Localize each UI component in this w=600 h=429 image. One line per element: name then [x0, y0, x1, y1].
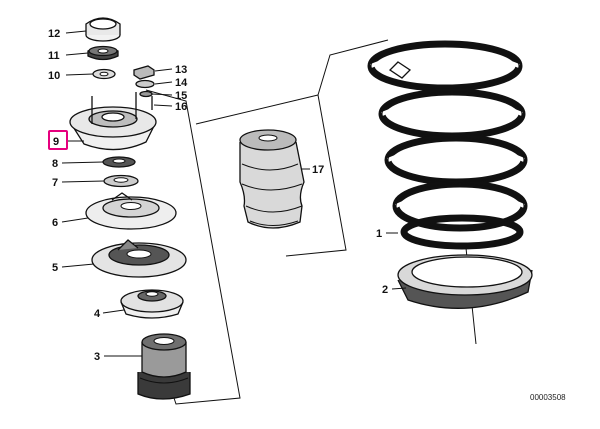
- svg-text:9: 9: [53, 136, 59, 148]
- callout-5[interactable]: 5: [52, 262, 58, 274]
- part-14-washer[interactable]: [135, 79, 155, 89]
- part-9-support-mount[interactable]: [69, 92, 157, 151]
- svg-text:3: 3: [94, 351, 100, 363]
- leader-lines: [61, 30, 407, 357]
- svg-text:15: 15: [175, 90, 187, 102]
- callout-4[interactable]: 4: [94, 308, 101, 320]
- part-6-upper-spring-seat[interactable]: [85, 192, 177, 230]
- svg-text:16: 16: [175, 101, 187, 113]
- svg-text:5: 5: [52, 262, 58, 274]
- part-8-washer[interactable]: [102, 156, 136, 168]
- part-12-cap[interactable]: [85, 17, 121, 42]
- svg-text:7: 7: [52, 177, 58, 189]
- explode-bracket-middle: [195, 94, 347, 257]
- callout-13[interactable]: 13: [175, 64, 187, 76]
- part-5-rubber-pad[interactable]: [91, 239, 187, 278]
- callout-17[interactable]: 17: [312, 164, 324, 176]
- callout-2[interactable]: 2: [382, 284, 388, 296]
- callout-12[interactable]: 12: [48, 28, 60, 40]
- diagram-reference-code: 00003508: [530, 393, 566, 402]
- part-2-lower-spring-pad[interactable]: [397, 254, 533, 309]
- callout-1[interactable]: 1: [376, 228, 382, 240]
- part-7-thrust-washer[interactable]: [103, 174, 139, 188]
- part-15-washer[interactable]: [139, 90, 153, 98]
- svg-text:8: 8: [52, 158, 58, 170]
- part-11-nut[interactable]: [87, 45, 119, 61]
- svg-text:4: 4: [94, 308, 101, 320]
- callout-9-highlighted[interactable]: 9: [48, 130, 68, 150]
- callout-10[interactable]: 10: [48, 70, 60, 82]
- svg-text:12: 12: [48, 28, 60, 40]
- part-4-cup[interactable]: [120, 289, 184, 319]
- highlight-box: [48, 130, 68, 150]
- part-10-washer[interactable]: [92, 68, 116, 80]
- callout-16[interactable]: 16: [175, 101, 187, 113]
- callout-3[interactable]: 3: [94, 351, 100, 363]
- callout-11[interactable]: 11: [48, 50, 60, 62]
- svg-text:14: 14: [175, 77, 188, 89]
- callout-15[interactable]: 15: [175, 90, 187, 102]
- svg-text:1: 1: [376, 228, 382, 240]
- svg-text:13: 13: [175, 64, 187, 76]
- part-1-coil-spring[interactable]: [367, 40, 528, 250]
- callout-7[interactable]: 7: [52, 177, 58, 189]
- part-13-nut[interactable]: [133, 65, 155, 80]
- part-17-bump-stop[interactable]: [239, 129, 305, 229]
- svg-text:10: 10: [48, 70, 60, 82]
- svg-text:17: 17: [312, 164, 324, 176]
- svg-text:11: 11: [48, 50, 60, 62]
- svg-text:6: 6: [52, 217, 58, 229]
- callout-6[interactable]: 6: [52, 217, 58, 229]
- callout-8[interactable]: 8: [52, 158, 58, 170]
- svg-text:2: 2: [382, 284, 388, 296]
- callout-14[interactable]: 14: [175, 77, 188, 89]
- part-3-bushing[interactable]: [137, 333, 191, 400]
